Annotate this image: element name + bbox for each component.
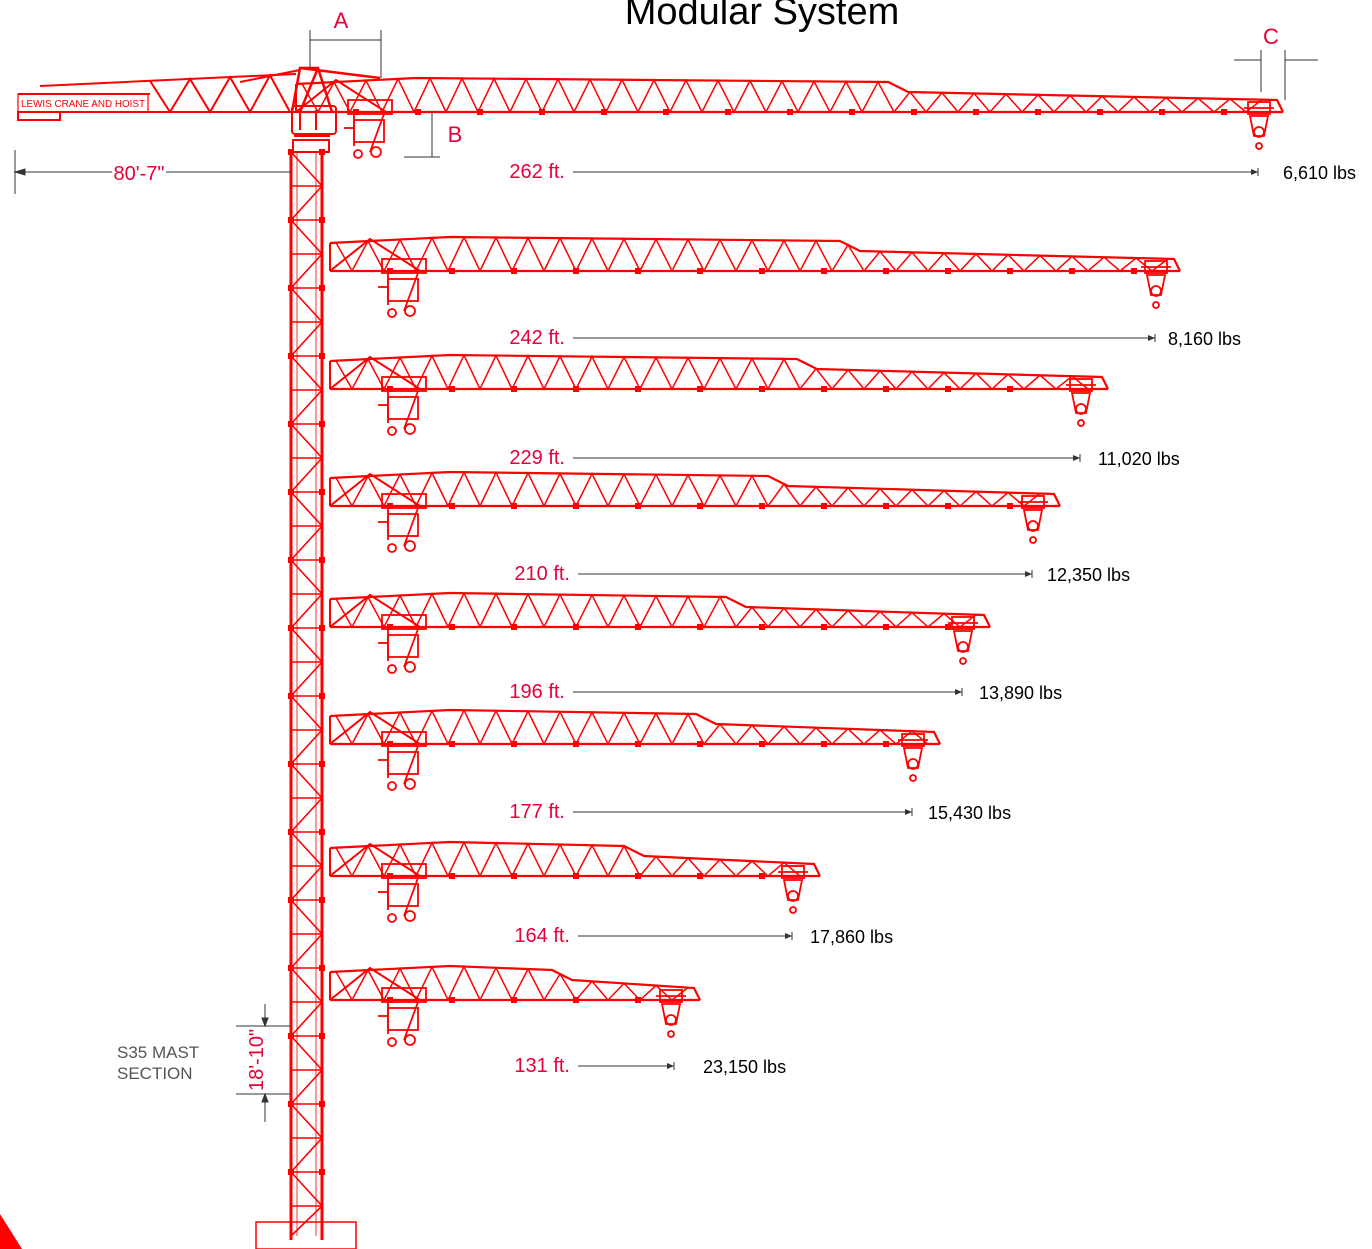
jib-configurations <box>295 76 1284 1047</box>
jib-length-arrow <box>1025 571 1032 577</box>
jib-length-arrow <box>785 933 792 939</box>
brand-label: LEWIS CRANE AND HOIST <box>21 98 146 110</box>
jib-length-label: 210 ft. <box>514 563 570 585</box>
mast-base <box>255 1221 357 1249</box>
root-trolley <box>378 258 427 318</box>
crane-cab <box>291 105 337 153</box>
mast-section-dimension <box>236 1004 290 1122</box>
counter-jib-dimension-label: 80'-7" <box>114 163 165 185</box>
jib-length-arrow <box>905 809 912 815</box>
tip-load-label: 13,890 lbs <box>979 683 1062 703</box>
jib-length-arrow <box>1251 169 1258 175</box>
jib-3 <box>329 353 1109 436</box>
tip-load-label: 6,610 lbs <box>1283 163 1356 183</box>
jib-length-label: 242 ft. <box>509 327 565 349</box>
jib-8 <box>329 964 701 1047</box>
tip-load-label: 12,350 lbs <box>1047 565 1130 585</box>
root-trolley <box>378 987 427 1047</box>
dimension-c <box>1234 50 1318 100</box>
jib-6 <box>329 708 941 791</box>
jib-length-label: 177 ft. <box>509 801 565 823</box>
jib-1 <box>295 76 1284 159</box>
tip-load-label: 15,430 lbs <box>928 803 1011 823</box>
tip-load-label: 23,150 lbs <box>703 1057 786 1077</box>
tip-hook-block <box>656 989 686 1038</box>
root-trolley <box>378 614 427 674</box>
tip-hook-block <box>1244 101 1274 150</box>
tip-hook-block <box>948 616 978 665</box>
root-trolley <box>378 731 427 791</box>
jib-dimension-8: 131 ft. 23,150 lbs <box>514 1055 786 1077</box>
tip-hook-block <box>898 733 928 782</box>
corner-mark <box>0 1214 22 1249</box>
mast <box>288 149 325 1240</box>
root-trolley <box>378 493 427 553</box>
jib-7 <box>329 840 821 923</box>
jib-dimension-4: 210 ft. 12,350 lbs <box>514 563 1130 585</box>
jib-dimension-7: 164 ft. 17,860 lbs <box>514 925 893 947</box>
diagram-title: Modular System <box>625 0 900 33</box>
dimension-a <box>309 30 382 78</box>
counter-jib-dimension <box>13 150 292 194</box>
jib-length-arrow <box>667 1063 674 1069</box>
dimension-a-label: A <box>334 8 349 33</box>
jib-dimension-6: 177 ft. 15,430 lbs <box>509 801 1011 823</box>
tip-hook-block <box>1066 378 1096 427</box>
jib-5 <box>329 591 991 674</box>
tip-load-label: 8,160 lbs <box>1168 329 1241 349</box>
mast-section-dimension-label: 18'-10" <box>246 1029 268 1091</box>
jib-dimensions: 262 ft. 6,610 lbs 242 ft. 8,160 lbs 229 ft. 1… <box>509 161 1356 1077</box>
tip-hook-block <box>778 865 808 914</box>
jib-length-label: 131 ft. <box>514 1055 570 1077</box>
tip-hook-block <box>1141 260 1171 309</box>
jib-dimension-2: 242 ft. 8,160 lbs <box>509 327 1241 349</box>
tip-load-label: 11,020 lbs <box>1098 449 1180 469</box>
dimension-c-label: C <box>1263 24 1279 49</box>
jib-dimension-3: 229 ft. 11,020 lbs <box>509 447 1179 469</box>
jib-length-arrow <box>955 689 962 695</box>
jib-2 <box>329 235 1181 318</box>
jib-length-label: 229 ft. <box>509 447 565 469</box>
root-trolley <box>378 376 427 436</box>
tip-load-label: 17,860 lbs <box>810 927 893 947</box>
jib-4 <box>329 470 1061 553</box>
jib-length-arrow <box>1148 335 1155 341</box>
jib-length-label: 262 ft. <box>509 161 565 183</box>
mast-section-label-line1: S35 MAST <box>117 1043 199 1062</box>
root-trolley <box>378 863 427 923</box>
jib-length-arrow <box>1073 455 1080 461</box>
jib-length-label: 196 ft. <box>509 681 565 703</box>
root-trolley <box>344 99 393 159</box>
dimension-b-label: B <box>448 122 463 147</box>
jib-dimension-5: 196 ft. 13,890 lbs <box>509 681 1062 703</box>
dimension-b <box>404 112 440 158</box>
tip-hook-block <box>1018 495 1048 544</box>
jib-dimension-1: 262 ft. 6,610 lbs <box>509 161 1356 183</box>
counterjib-label: LEWIS CRANE AND HOIST <box>17 93 149 113</box>
jib-length-label: 164 ft. <box>514 925 570 947</box>
mast-section-label-line2: SECTION <box>117 1064 193 1083</box>
